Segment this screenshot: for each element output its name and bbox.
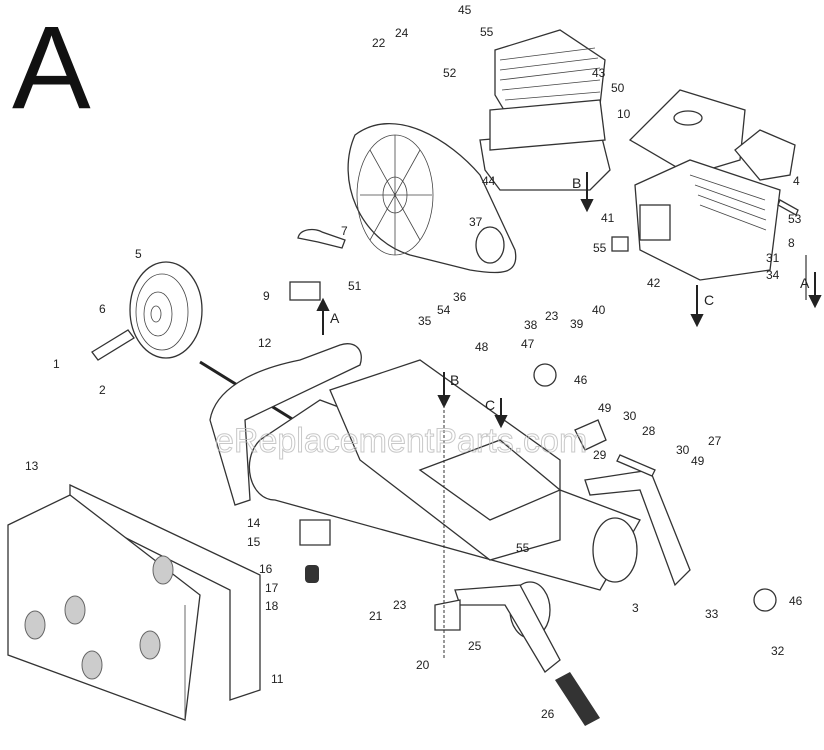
callout-label: 38	[524, 318, 538, 332]
callout-label: 47	[521, 337, 535, 351]
callout-label: 30	[676, 443, 690, 457]
belt-guard	[347, 123, 517, 274]
pressure-gauge-2	[753, 588, 777, 612]
callout-label: 49	[691, 454, 705, 468]
callout-label: 20	[416, 658, 430, 672]
callout-label: 1	[53, 357, 60, 371]
handle-grip	[555, 672, 600, 726]
callout-label: 18	[265, 599, 279, 613]
callout-label: 13	[25, 459, 39, 473]
callout-label: 34	[766, 268, 780, 282]
arrow-label: C	[485, 397, 495, 413]
pressure-gauge	[533, 363, 557, 387]
callout-label: 36	[453, 290, 467, 304]
callout-label: 3	[632, 601, 639, 615]
callout-label: 50	[611, 81, 625, 95]
watermark: eReplacementParts.com	[215, 422, 587, 460]
compressor-pump	[479, 29, 611, 191]
pressure-switch	[574, 419, 607, 451]
callout-label: 6	[99, 302, 106, 316]
wheel	[129, 261, 203, 359]
callout-label: 52	[443, 66, 457, 80]
check-valve	[289, 228, 346, 301]
arrow-label: A	[330, 310, 340, 326]
callout-label: 25	[468, 639, 482, 653]
callout-label: 22	[372, 36, 386, 50]
callout-label: 37	[469, 215, 483, 229]
callout-label: 41	[601, 211, 615, 225]
callout-label: 35	[418, 314, 432, 328]
callout-label: 15	[247, 535, 261, 549]
callout-label: 46	[789, 594, 803, 608]
callout-label: 21	[369, 609, 383, 623]
callout-label: 23	[545, 309, 559, 323]
callout-label: 24	[395, 26, 409, 40]
callout-label: 12	[258, 336, 272, 350]
callout-label: 2	[99, 383, 106, 397]
arrow-label: B	[450, 372, 459, 388]
callout-label: 9	[263, 289, 270, 303]
coupler	[611, 236, 629, 252]
callout-label: 26	[541, 707, 555, 721]
callout-label: 16	[259, 562, 273, 576]
arrow-label: A	[800, 275, 810, 291]
callout-label: 48	[475, 340, 489, 354]
callout-label: 23	[393, 598, 407, 612]
callout-label: 49	[598, 401, 612, 415]
callout-label: 11	[271, 672, 284, 686]
callout-label: 27	[708, 434, 722, 448]
callout-label: 44	[482, 174, 496, 188]
callout-label: 43	[592, 66, 606, 80]
callout-label: 55	[480, 25, 494, 39]
callout-label: 54	[437, 303, 451, 317]
callout-label: 29	[593, 448, 607, 462]
callout-label: 30	[623, 409, 637, 423]
arrow-labels: B C A A B C	[330, 175, 810, 413]
arrow-label: C	[704, 292, 714, 308]
rubber-foot	[305, 565, 319, 583]
tube-28	[616, 454, 656, 477]
callout-label: 32	[771, 644, 785, 658]
callout-label: 45	[458, 3, 472, 17]
air-tank-frame	[209, 343, 691, 673]
callout-label: 8	[788, 236, 795, 250]
callout-label: 46	[574, 373, 588, 387]
callout-label: 51	[348, 279, 362, 293]
callout-label: 42	[647, 276, 661, 290]
callout-label: 33	[705, 607, 719, 621]
callout-label: 40	[592, 303, 606, 317]
callout-label: 4	[793, 174, 800, 188]
callout-label: 39	[570, 317, 584, 331]
callout-label: 28	[642, 424, 656, 438]
callout-label: 55	[593, 241, 607, 255]
callout-label: 14	[247, 516, 261, 530]
callout-label: 53	[788, 212, 802, 226]
callout-label: 7	[341, 224, 348, 238]
gas-engine	[628, 89, 796, 281]
callout-label: 5	[135, 247, 142, 261]
section-letter: A	[12, 2, 91, 134]
shroud-panel	[7, 483, 261, 721]
callout-label: 17	[265, 581, 279, 595]
callout-label: 10	[617, 107, 631, 121]
bolt-4	[777, 199, 799, 216]
direction-arrows	[316, 172, 822, 429]
callout-label: 55	[516, 541, 530, 555]
arrow-label: B	[572, 175, 581, 191]
axle	[91, 329, 135, 361]
callout-label: 31	[766, 251, 780, 265]
